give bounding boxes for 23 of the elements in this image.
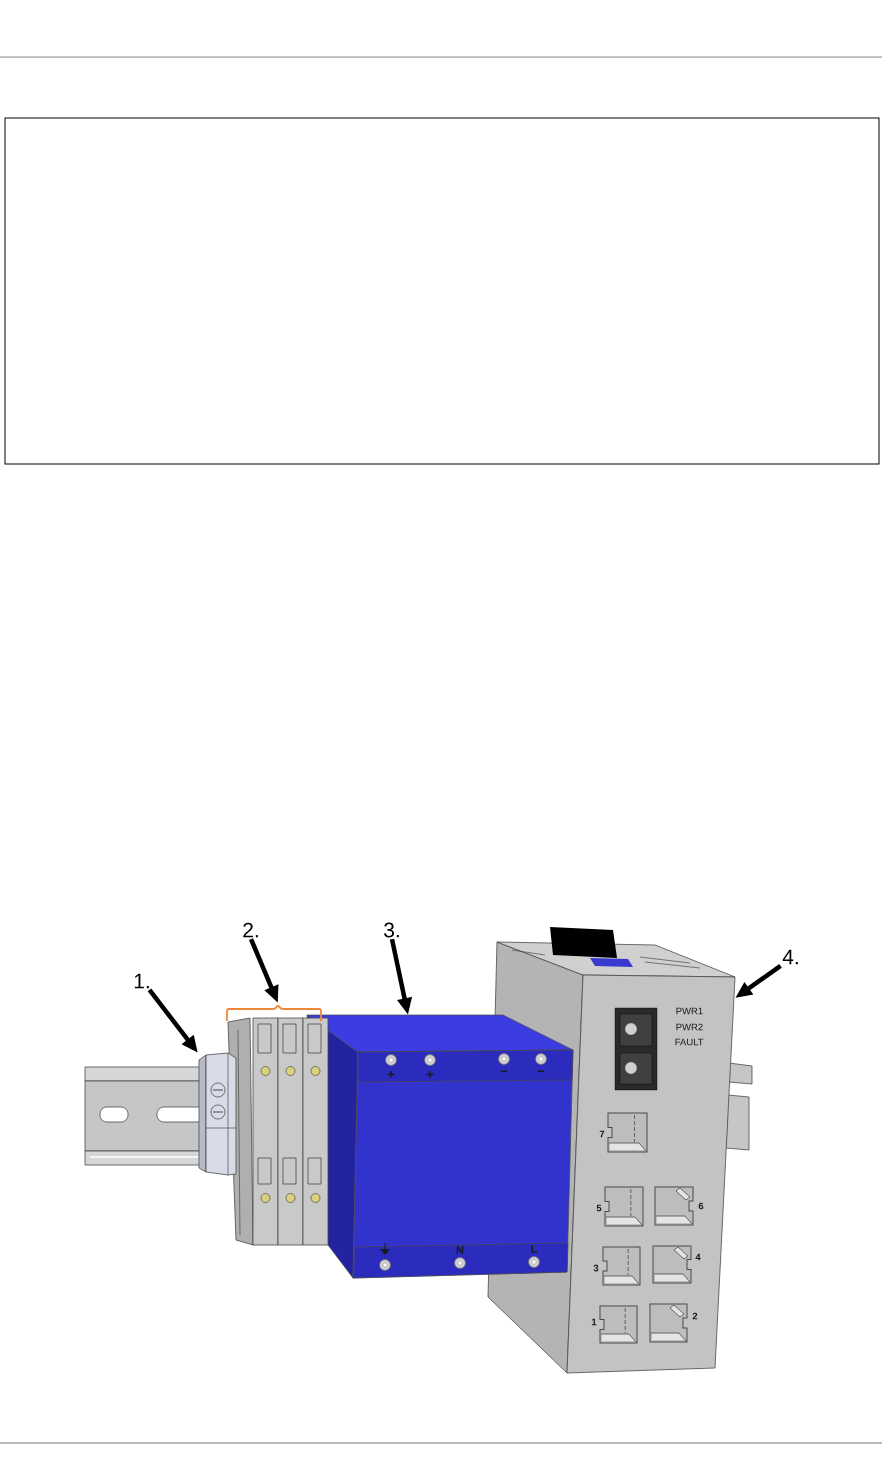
port-number: 1 [591,1318,597,1326]
port-number: 6 [698,1202,704,1210]
led-label: PWR2 [676,1023,703,1031]
callout-number: 3. [384,922,399,938]
power-supply-drawing [306,1014,574,1279]
port-number: 3 [593,1264,599,1272]
callout-number: 4. [782,949,798,965]
port-number: 5 [596,1204,602,1212]
terminal-label: N [456,1246,464,1254]
end-clamp-drawing [198,1052,237,1176]
terminal-label: L [531,1245,537,1253]
port-number: 4 [695,1253,701,1261]
led-label: FAULT [675,1038,704,1046]
terminal-sign: − [537,1070,545,1072]
callout-number: 1. [134,973,149,989]
led-label: PWR1 [676,1007,703,1015]
port-number: 2 [692,1312,698,1320]
terminal-sign: + [387,1071,395,1078]
terminal-blocks-drawing [226,1005,329,1246]
callout-number: 2. [243,922,258,938]
terminal-sign: − [500,1070,508,1072]
port-number: 7 [599,1130,605,1138]
terminal-sign: + [426,1071,434,1078]
